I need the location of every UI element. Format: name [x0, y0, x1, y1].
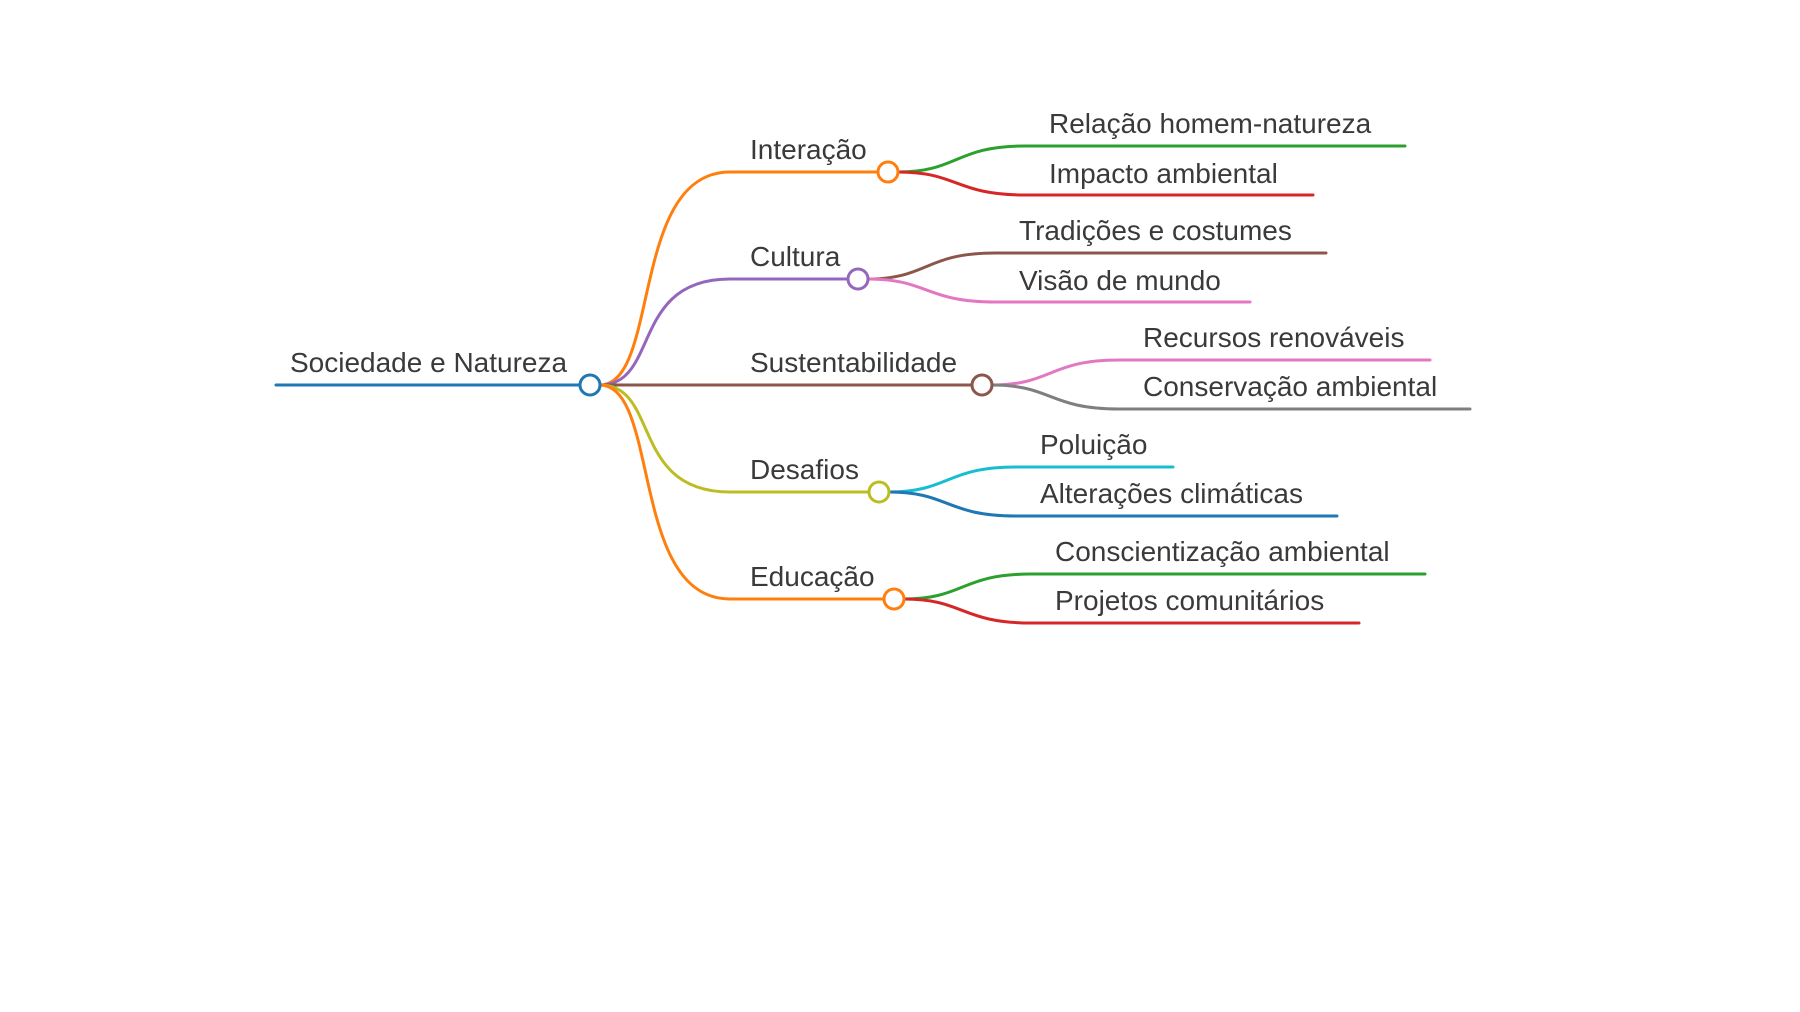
- branch-1-node-dot[interactable]: [876, 160, 900, 184]
- dots-layer: [578, 160, 994, 611]
- branch-2-connector: [598, 277, 850, 387]
- branch-sustentabilidade-label[interactable]: Sustentabilidade: [750, 347, 957, 378]
- branch-4-node-dot[interactable]: [867, 480, 891, 504]
- branch-4-connector: [598, 383, 871, 494]
- branch-1-leaf-2-connector: [896, 170, 1315, 197]
- branch-4-leaf-2-connector: [887, 490, 1339, 518]
- branch-1-connector: [598, 170, 880, 387]
- branch-5-leaf-1-connector: [902, 572, 1427, 601]
- leaf-alteracoes-climaticas-label[interactable]: Alterações climáticas: [1040, 478, 1303, 509]
- branch-3-leaf-2-connector: [990, 383, 1472, 411]
- labels-layer: Sociedade e Natureza Interação Relação h…: [290, 108, 1437, 616]
- leaf-poluicao-label[interactable]: Poluição: [1040, 429, 1147, 460]
- branch-3-leaf-1-connector: [990, 358, 1432, 387]
- branch-2-leaf-1-connector: [866, 251, 1328, 281]
- leaf-impacto-ambiental-label[interactable]: Impacto ambiental: [1049, 158, 1278, 189]
- leaf-recursos-renovaveis-label[interactable]: Recursos renováveis: [1143, 322, 1404, 353]
- leaf-relacao-homem-natureza-label[interactable]: Relação homem-natureza: [1049, 108, 1372, 139]
- branch-4-leaf-1-connector: [887, 465, 1175, 494]
- branch-2-leaf-2-connector: [866, 277, 1252, 304]
- leaf-conscientizacao-ambiental-label[interactable]: Conscientização ambiental: [1055, 536, 1390, 567]
- branch-2-node-dot[interactable]: [846, 267, 870, 291]
- branch-desafios-label[interactable]: Desafios: [750, 454, 859, 485]
- root-node-dot[interactable]: [578, 373, 602, 397]
- branch-3-node-dot[interactable]: [970, 373, 994, 397]
- branch-cultura-label[interactable]: Cultura: [750, 241, 841, 272]
- branch-interacao-label[interactable]: Interação: [750, 134, 867, 165]
- leaf-conservacao-ambiental-label[interactable]: Conservação ambiental: [1143, 371, 1437, 402]
- branch-5-connector: [598, 383, 886, 601]
- branch-5-node-dot[interactable]: [882, 587, 906, 611]
- root-node-label[interactable]: Sociedade e Natureza: [290, 347, 568, 378]
- leaf-tradicoes-e-costumes-label[interactable]: Tradições e costumes: [1019, 215, 1292, 246]
- edges-layer: [274, 144, 1472, 625]
- branch-educacao-label[interactable]: Educação: [750, 561, 875, 592]
- branch-5-leaf-2-connector: [902, 597, 1361, 625]
- leaf-visao-de-mundo-label[interactable]: Visão de mundo: [1019, 265, 1221, 296]
- leaf-projetos-comunitarios-label[interactable]: Projetos comunitários: [1055, 585, 1324, 616]
- branch-1-leaf-1-connector: [896, 144, 1407, 174]
